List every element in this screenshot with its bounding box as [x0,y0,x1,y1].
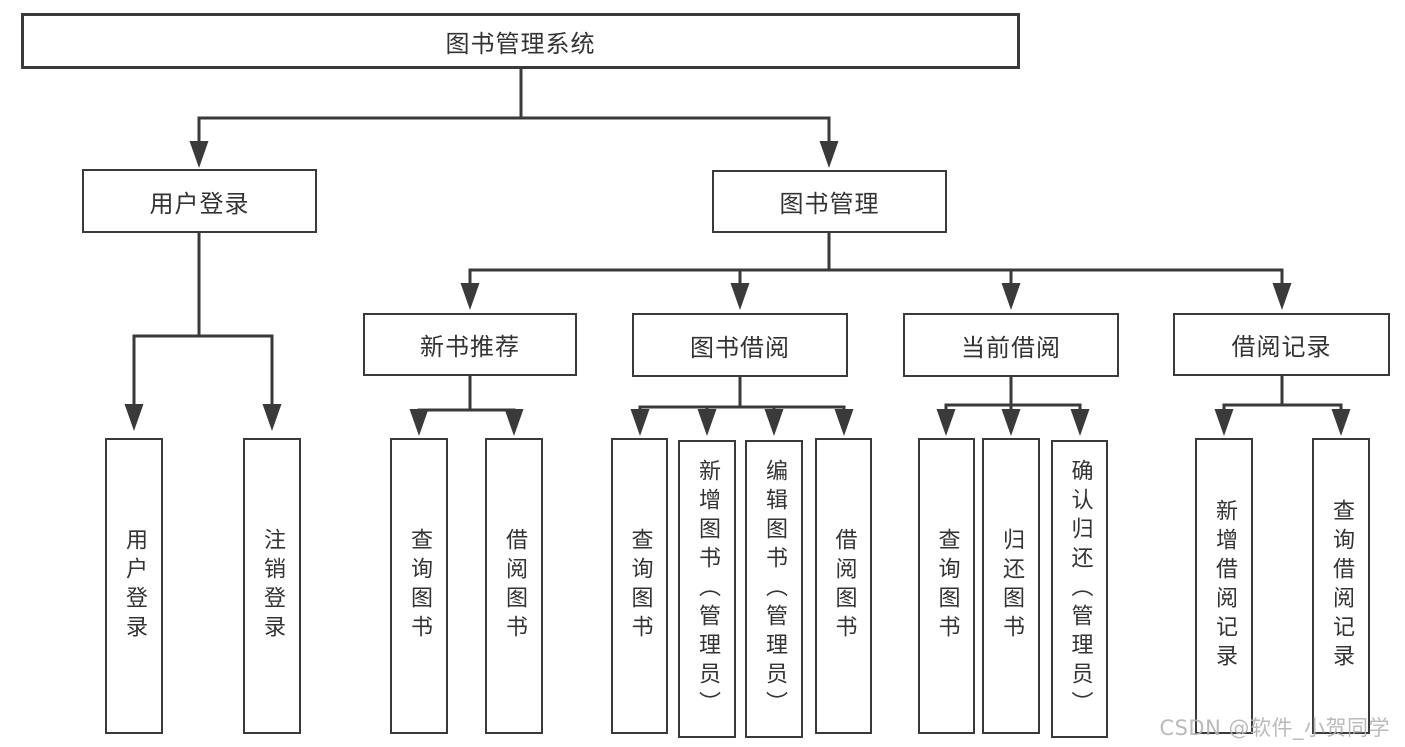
leaf-query-books-borrow: 查询图书 [611,438,668,734]
leaf-query-books-recommend-label: 查询图书 [407,528,432,644]
leaf-user-login-label: 用户登录 [122,528,147,644]
leaf-query-books-current: 查询图书 [918,438,975,734]
node-current-borrow: 当前借阅 [903,313,1119,377]
node-book-borrow-label: 图书借阅 [690,333,790,362]
node-new-book-recommend: 新书推荐 [363,313,577,376]
csdn-watermark: CSDN @软件_小贺同学 [1159,716,1390,740]
node-current-borrow-label: 当前借阅 [961,333,1061,362]
leaf-borrow-books-label: 借阅图书 [831,528,857,644]
leaf-borrow-books-recommend-label: 借阅图书 [502,528,527,644]
node-user-login-label: 用户登录 [149,189,250,218]
leaf-query-borrow-record-label: 查询借阅记录 [1329,499,1354,673]
leaf-add-borrow-record: 新增借阅记录 [1195,438,1253,734]
leaf-query-books-borrow-label: 查询图书 [627,528,653,644]
leaf-borrow-books-recommend: 借阅图书 [485,438,543,734]
node-borrow-records: 借阅记录 [1173,313,1390,376]
leaf-add-books-admin: 新增图书（管理员） [678,440,736,738]
leaf-add-books-admin-label: 新增图书（管理员） [695,458,720,720]
node-book-management-label: 图书管理 [779,190,880,218]
leaf-edit-books-admin-label: 编辑图书（管理员） [762,458,787,720]
leaf-confirm-return-admin-label: 确认归还（管理员） [1067,458,1093,720]
node-book-management: 图书管理 [712,170,947,233]
node-borrow-records-label: 借阅记录 [1231,333,1332,361]
leaf-return-books-label: 归还图书 [999,528,1024,644]
leaf-return-books: 归还图书 [982,438,1040,734]
leaf-add-borrow-record-label: 新增借阅记录 [1212,499,1237,673]
leaf-query-borrow-record: 查询借阅记录 [1312,438,1370,734]
leaf-user-login: 用户登录 [105,438,163,734]
leaf-query-books-recommend: 查询图书 [390,438,448,734]
leaf-logout: 注销登录 [243,438,301,734]
arrowheads [124,141,1351,436]
node-book-borrow: 图书借阅 [632,313,848,377]
leaf-query-books-current-label: 查询图书 [934,528,960,644]
leaf-confirm-return-admin: 确认归还（管理员） [1051,440,1108,738]
node-root: 图书管理系统 [21,13,1020,69]
leaf-borrow-books: 借阅图书 [815,438,872,734]
node-user-login: 用户登录 [82,169,317,233]
leaf-logout-label: 注销登录 [260,528,285,644]
node-root-label: 图书管理系统 [445,29,596,58]
leaf-edit-books-admin: 编辑图书（管理员） [745,440,803,738]
node-new-book-recommend-label: 新书推荐 [420,333,520,361]
